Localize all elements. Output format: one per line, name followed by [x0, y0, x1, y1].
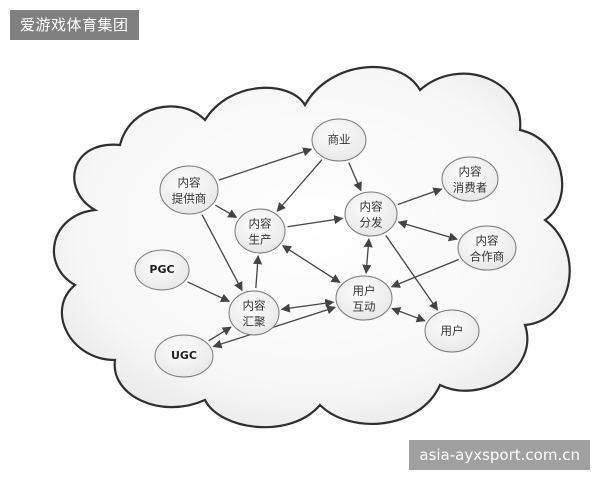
node-user-interaction-label-1: 用户 — [353, 284, 376, 298]
edge-user-interaction-to-user — [391, 307, 426, 323]
watermark-top-left: 爱游戏体育集团 — [10, 10, 139, 40]
edge-content-partner-to-user-interaction — [390, 258, 459, 288]
node-user-interaction-label-2: 互动 — [353, 300, 376, 314]
node-pgc-label: PGC — [149, 263, 174, 276]
node-ugc-label: UGC — [171, 349, 197, 362]
edge-commerce-to-content-distribution — [348, 162, 362, 192]
node-content-consumer: 内容 消费者 — [441, 156, 499, 202]
node-user: 用户 — [424, 309, 480, 353]
node-commerce-label-1: 商业 — [328, 133, 351, 147]
node-content-aggregation-label-2: 汇聚 — [243, 315, 266, 329]
watermark-bottom-right: asia-ayxsport.com.cn — [409, 440, 590, 470]
node-content-distribution-label-2: 分发 — [360, 216, 383, 230]
edges-layer — [187, 147, 459, 349]
edge-pgc-to-content-aggregation — [187, 281, 231, 303]
edge-content-provider-to-content-aggregation — [201, 214, 243, 292]
node-content-provider: 内容 提供商 — [159, 165, 219, 215]
edge-content-production-to-user-interaction — [281, 245, 341, 283]
edge-content-distribution-to-content-partner — [397, 219, 458, 242]
node-ugc: UGC — [154, 334, 214, 378]
node-content-production-label-2: 生产 — [249, 233, 272, 247]
node-content-consumer-label-1: 内容 — [459, 165, 482, 179]
node-user-interaction: 用户 互动 — [335, 275, 393, 321]
edge-content-provider-to-commerce — [218, 147, 313, 181]
edge-content-distribution-to-user-interaction — [362, 238, 373, 274]
node-content-production-label-1: 内容 — [249, 217, 272, 231]
node-user-label: 用户 — [441, 324, 464, 338]
edge-content-aggregation-to-content-production — [253, 255, 263, 289]
node-content-partner: 内容 合作商 — [457, 225, 517, 271]
edge-content-provider-to-content-production — [215, 204, 238, 218]
node-content-provider-label-1: 内容 — [178, 176, 201, 190]
edge-content-production-to-content-distribution — [287, 215, 344, 228]
node-content-partner-label-2: 合作商 — [470, 250, 505, 264]
node-content-aggregation-label-1: 内容 — [243, 299, 266, 313]
node-content-distribution: 内容 分发 — [344, 191, 398, 237]
edge-content-distribution-to-content-consumer — [397, 187, 443, 206]
node-content-distribution-label-1: 内容 — [360, 200, 383, 214]
edge-content-distribution-to-user — [385, 235, 439, 311]
node-commerce: 商业 — [311, 118, 367, 162]
edge-ugc-to-user-interaction — [212, 305, 337, 349]
node-content-partner-label-1: 内容 — [476, 234, 499, 248]
node-content-production: 内容 生产 — [234, 208, 286, 254]
node-content-provider-label-2: 提供商 — [172, 192, 207, 206]
node-content-aggregation: 内容 汇聚 — [228, 290, 280, 336]
node-pgc: PGC — [134, 249, 190, 291]
edge-commerce-to-content-production — [276, 159, 323, 212]
node-content-consumer-label-2: 消费者 — [453, 181, 488, 195]
